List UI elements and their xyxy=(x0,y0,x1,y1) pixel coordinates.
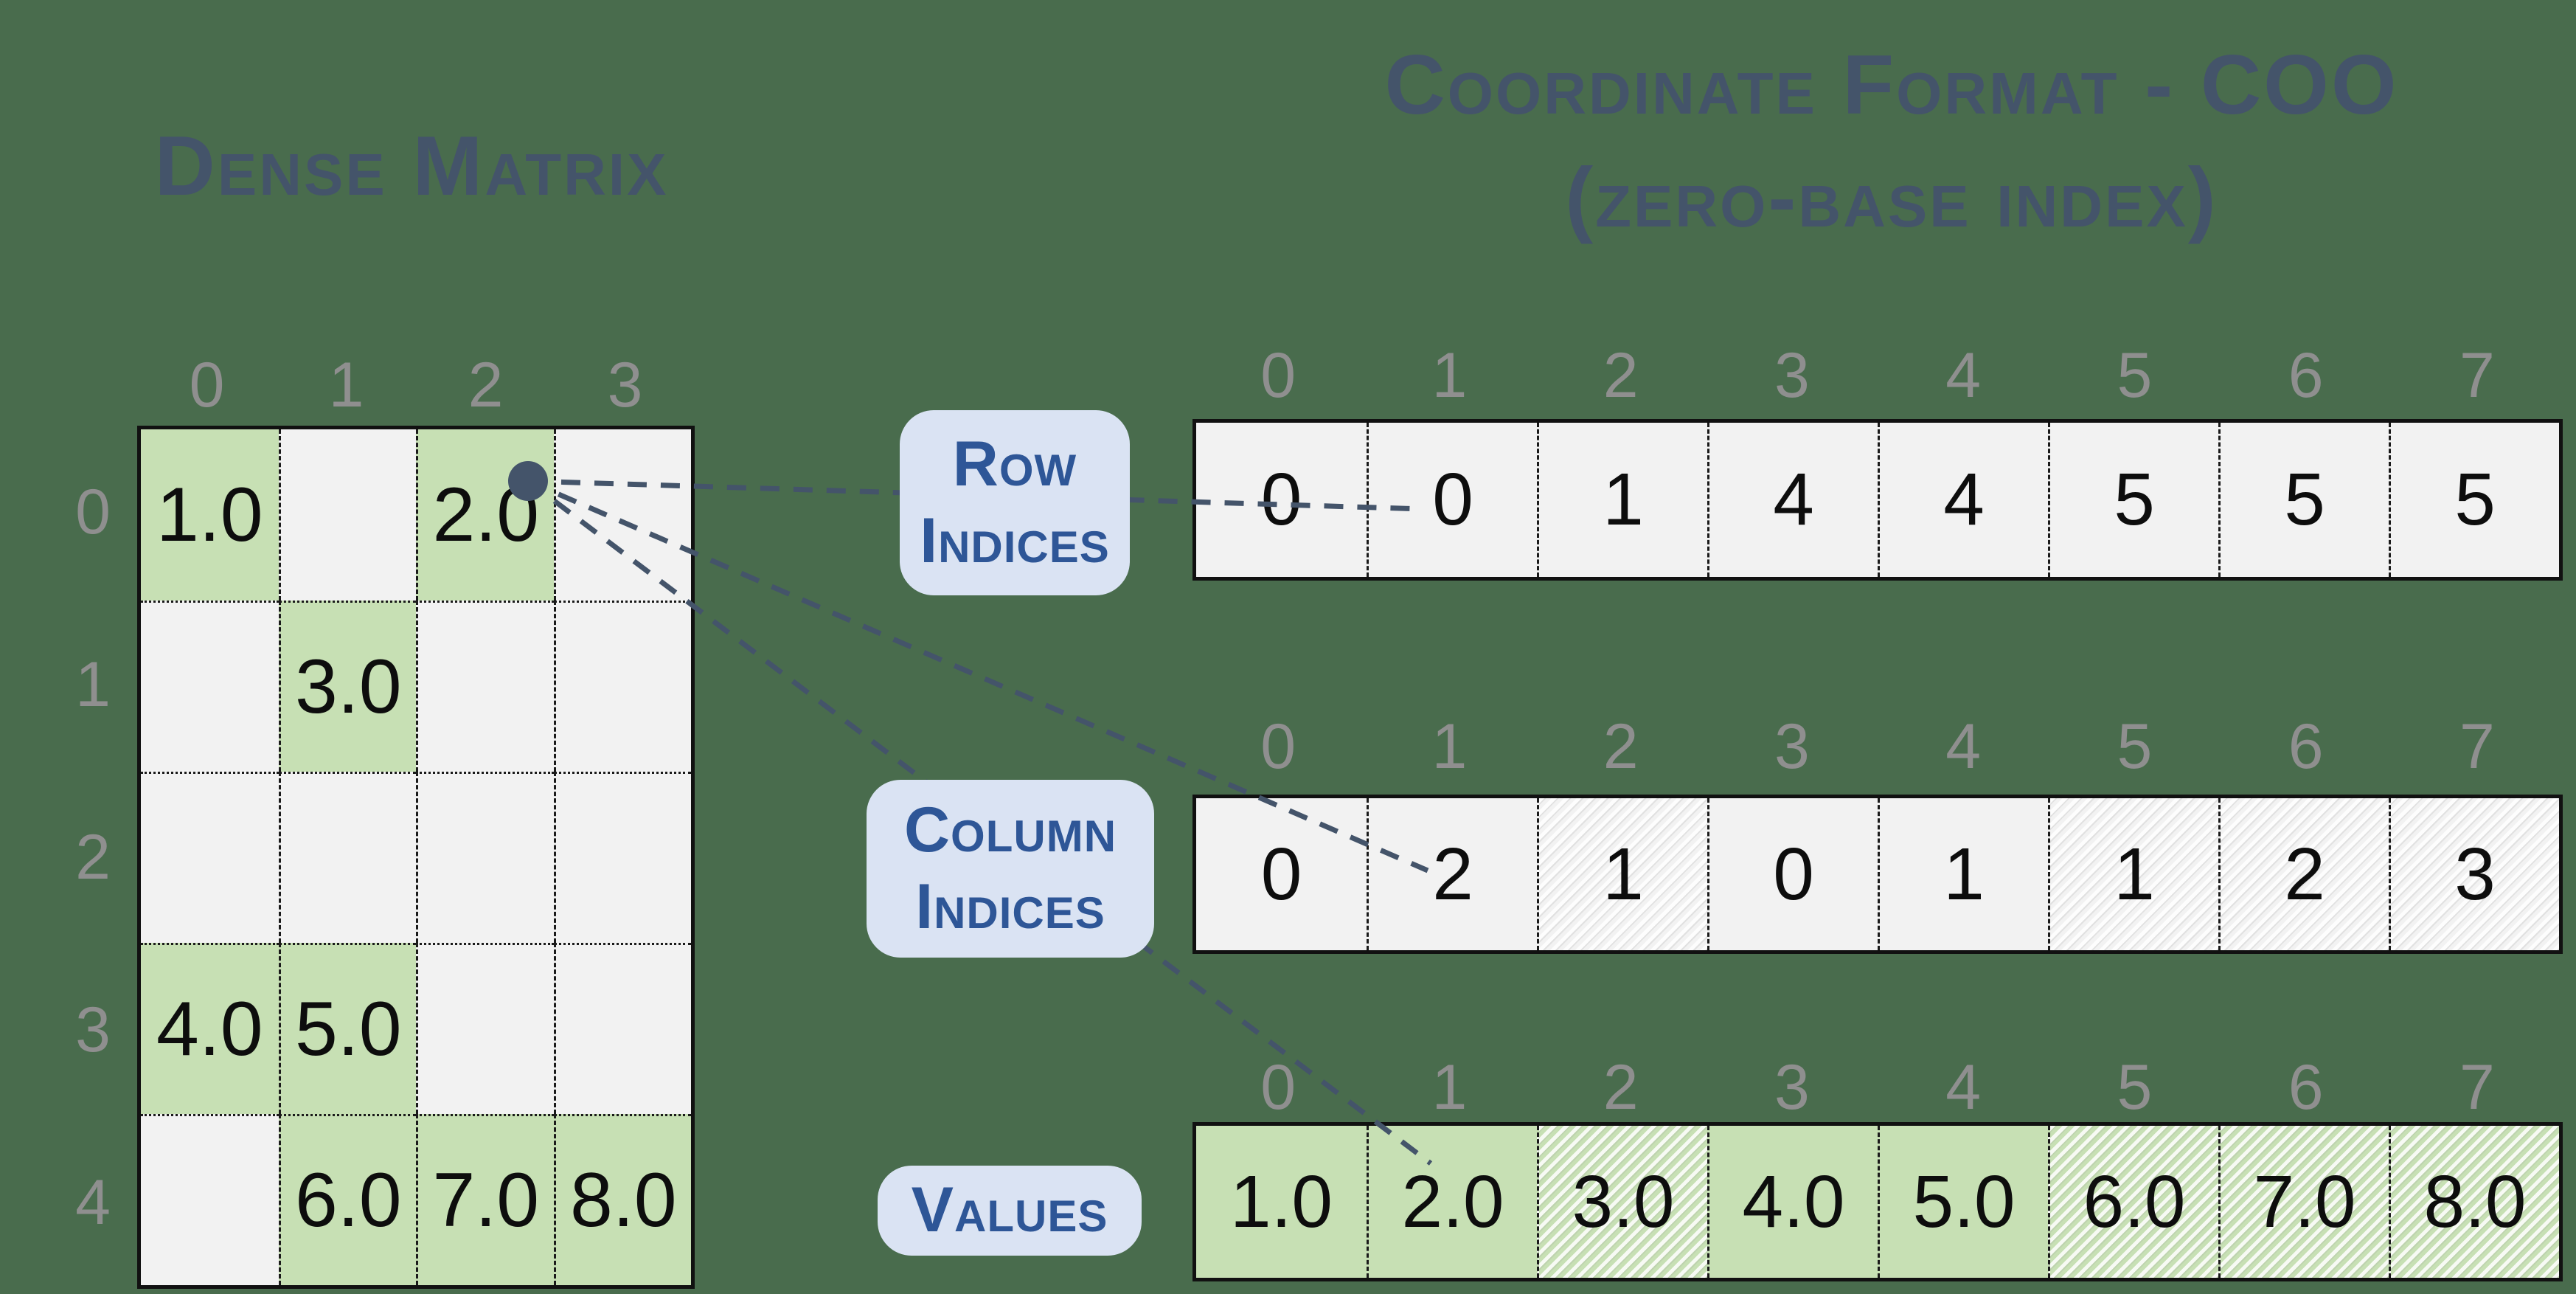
row-indices-headers: 0 1 2 3 4 5 6 7 xyxy=(1192,335,2563,416)
column-indices-label-line1: Column xyxy=(903,795,1117,866)
coo-title: Coordinate Format - COO (zero-base index… xyxy=(1207,30,2576,255)
array-index-header: 2 xyxy=(1603,339,1639,411)
array-index-header: 7 xyxy=(2459,710,2495,782)
array-index-header: 1 xyxy=(1431,1051,1468,1123)
array-index-header: 3 xyxy=(1774,339,1810,411)
matrix-cell xyxy=(553,943,691,1114)
array-index-header: 1 xyxy=(1431,710,1468,782)
matrix-row-header: 4 xyxy=(75,1166,111,1238)
row-indices-cell: 0 xyxy=(1260,458,1302,541)
row-indices-cell: 4 xyxy=(1878,423,2048,577)
matrix-cell: 6.0 xyxy=(278,1114,416,1285)
matrix-row-header: 2 xyxy=(75,821,111,893)
values-array: 1.0 2.0 3.0 4.0 5.0 6.0 7.0 8.0 xyxy=(1192,1122,2563,1281)
matrix-cell: 3.0 xyxy=(278,601,416,772)
matrix-col-header: 3 xyxy=(607,349,643,421)
matrix-cell xyxy=(416,601,554,772)
matrix-cell: 8.0 xyxy=(553,1114,691,1285)
matrix-cell xyxy=(416,943,554,1114)
matrix-cell: 7.0 xyxy=(416,1114,554,1285)
matrix-cell xyxy=(416,772,554,943)
array-index-header: 7 xyxy=(2459,339,2495,411)
values-label-text: Values xyxy=(911,1174,1108,1246)
column-indices-cell: 1 xyxy=(2048,798,2218,950)
matrix-cell xyxy=(141,1114,279,1285)
array-index-header: 4 xyxy=(1945,1051,1982,1123)
array-index-header: 3 xyxy=(1774,710,1810,782)
array-index-header: 5 xyxy=(2117,1051,2153,1123)
row-indices-label-line1: Row xyxy=(952,429,1077,500)
column-indices-cell: 0 xyxy=(1707,798,1878,950)
array-index-header: 4 xyxy=(1945,339,1982,411)
array-index-header: 5 xyxy=(2117,339,2153,411)
array-index-header: 1 xyxy=(1431,339,1468,411)
column-indices-label: Column Indices xyxy=(867,780,1154,958)
values-cell: 3.0 xyxy=(1537,1126,1707,1278)
column-indices-cell: 2 xyxy=(2218,798,2389,950)
column-indices-headers: 0 1 2 3 4 5 6 7 xyxy=(1192,706,2563,787)
matrix-cell xyxy=(553,601,691,772)
array-index-header: 0 xyxy=(1260,1051,1296,1123)
row-indices-cell: 0 xyxy=(1367,423,1537,577)
values-cell: 6.0 xyxy=(2048,1126,2218,1278)
array-index-header: 2 xyxy=(1603,710,1639,782)
row-indices-cell: 5 xyxy=(2048,423,2218,577)
array-index-header: 6 xyxy=(2288,339,2324,411)
coo-title-line2: (zero-base index) xyxy=(1565,150,2218,245)
matrix-cell: 4.0 xyxy=(141,943,279,1114)
column-indices-cell: 0 xyxy=(1260,832,1302,916)
dense-matrix-title: Dense Matrix xyxy=(154,120,669,213)
column-indices-cell: 1 xyxy=(1878,798,2048,950)
column-indices-cell: 1 xyxy=(1537,798,1707,950)
values-cell: 1.0 xyxy=(1229,1160,1333,1243)
row-indices-label-line2: Indices xyxy=(920,505,1110,576)
matrix-cell: 5.0 xyxy=(278,943,416,1114)
row-indices-array: 0 0 1 4 4 5 5 5 xyxy=(1192,419,2563,581)
matrix-cell: 1.0 xyxy=(141,429,279,601)
values-headers: 0 1 2 3 4 5 6 7 xyxy=(1192,1047,2563,1128)
row-indices-cell: 4 xyxy=(1707,423,1878,577)
array-index-header: 6 xyxy=(2288,1051,2324,1123)
matrix-cell xyxy=(553,772,691,943)
coo-title-line1: Coordinate Format - COO xyxy=(1384,38,2399,132)
matrix-column-headers: 0 1 2 3 xyxy=(137,345,695,426)
array-index-header: 4 xyxy=(1945,710,1982,782)
matrix-col-header: 1 xyxy=(328,349,364,421)
array-index-header: 3 xyxy=(1774,1051,1810,1123)
column-indices-cell: 3 xyxy=(2389,798,2559,950)
matrix-cell xyxy=(141,601,279,772)
matrix-cell xyxy=(278,429,417,601)
array-index-header: 0 xyxy=(1260,710,1296,782)
matrix-row-header: 3 xyxy=(75,994,111,1065)
dense-matrix-grid: 1.0 2.0 3.0 4.0 5.0 6.0 7.0 8.0 xyxy=(137,426,695,1289)
matrix-cell xyxy=(278,772,416,943)
matrix-cell xyxy=(553,429,692,601)
column-indices-cell: 2 xyxy=(1367,798,1537,950)
array-index-header: 0 xyxy=(1260,339,1296,411)
values-cell: 5.0 xyxy=(1878,1126,2048,1278)
array-index-header: 6 xyxy=(2288,710,2324,782)
values-label: Values xyxy=(878,1166,1142,1256)
array-index-header: 7 xyxy=(2459,1051,2495,1123)
matrix-row-header: 1 xyxy=(75,648,111,720)
matrix-row-headers: 0 1 2 3 4 xyxy=(52,426,134,1289)
array-index-header: 5 xyxy=(2117,710,2153,782)
values-cell: 8.0 xyxy=(2389,1126,2559,1278)
array-index-header: 2 xyxy=(1603,1051,1639,1123)
matrix-row-header: 0 xyxy=(75,476,111,547)
values-cell: 7.0 xyxy=(2218,1126,2389,1278)
row-indices-cell: 5 xyxy=(2218,423,2389,577)
row-indices-cell: 5 xyxy=(2389,423,2559,577)
matrix-cell xyxy=(141,772,279,943)
column-indices-array: 0 2 1 0 1 1 2 3 xyxy=(1192,795,2563,954)
row-indices-label: Row Indices xyxy=(900,410,1130,595)
values-cell: 2.0 xyxy=(1367,1126,1537,1278)
matrix-col-header: 2 xyxy=(468,349,504,421)
values-cell: 4.0 xyxy=(1707,1126,1878,1278)
row-indices-cell: 1 xyxy=(1537,423,1707,577)
matrix-cell: 2.0 xyxy=(416,429,554,601)
matrix-col-header: 0 xyxy=(189,349,225,421)
column-indices-label-line2: Indices xyxy=(915,871,1105,942)
